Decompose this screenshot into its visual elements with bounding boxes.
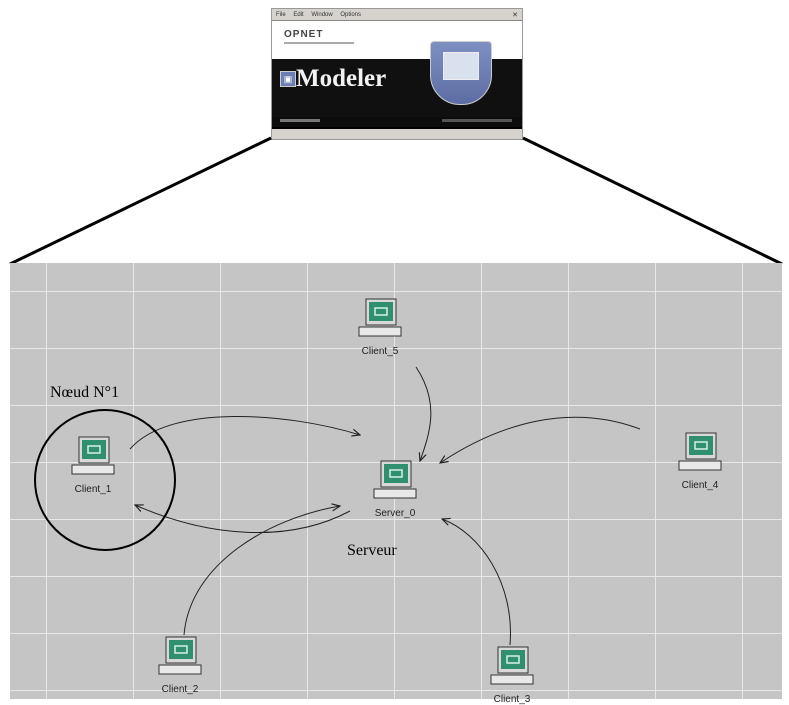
node-label: Server_0 <box>374 508 416 519</box>
node-label: Client_2 <box>161 684 199 695</box>
arrow-client3-server <box>442 519 511 646</box>
node-label: Client_3 <box>493 694 531 705</box>
arrow-client5-server <box>415 366 432 461</box>
arrow-client2-server <box>183 506 340 636</box>
node-client-1[interactable]: Client_1 <box>53 435 133 495</box>
computer-icon <box>158 636 202 675</box>
footer-text-graphic <box>280 119 320 122</box>
shield-screen <box>443 52 479 80</box>
arrow-server-client1 <box>135 505 351 534</box>
node-annotation: Nœud N°1 <box>50 384 120 401</box>
node-highlight-circle <box>34 409 176 551</box>
splash-menu: File Edit Window Options <box>276 12 367 18</box>
computer-icon <box>358 298 402 337</box>
splash-menu-item[interactable]: File <box>276 11 286 18</box>
splash-statusbar <box>272 129 522 139</box>
computer-icon <box>678 432 722 471</box>
splash-footer <box>272 117 522 127</box>
close-icon[interactable]: ✕ <box>512 11 518 19</box>
computer-icon <box>71 436 115 475</box>
network-workspace[interactable]: Client_5 Client_1 Client_4 Server_0 <box>10 263 782 705</box>
computer-icon <box>490 646 534 685</box>
node-label: Client_1 <box>74 484 112 495</box>
splash-menu-item[interactable]: Edit <box>293 11 304 18</box>
opnet-splash-window: File Edit Window Options ✕ OPNET ▣ Model… <box>271 8 523 140</box>
splash-titlebar: File Edit Window Options ✕ <box>272 9 522 21</box>
footer-text-graphic <box>442 119 512 122</box>
connection-arrows <box>34 366 641 646</box>
brand-underline <box>284 42 354 44</box>
zoom-line-right <box>522 136 783 266</box>
zoom-line-left <box>9 136 272 266</box>
shield-icon <box>430 41 492 105</box>
node-server-0[interactable]: Server_0 <box>355 459 435 519</box>
node-client-4[interactable]: Client_4 <box>660 431 740 491</box>
node-client-2[interactable]: Client_2 <box>140 635 220 695</box>
product-name: Modeler <box>296 65 387 92</box>
splash-product-banner: ▣ Modeler <box>272 41 522 117</box>
server-annotation: Serveur <box>347 542 397 559</box>
opnet-brand: OPNET <box>284 29 324 40</box>
node-label: Client_4 <box>681 480 719 491</box>
computer-icon <box>373 460 417 499</box>
arrow-client1-server <box>129 416 360 450</box>
node-client-5[interactable]: Client_5 <box>340 297 420 357</box>
node-client-3[interactable]: Client_3 <box>472 645 552 705</box>
node-label: Client_5 <box>361 346 399 357</box>
arrow-client4-server <box>440 416 641 463</box>
splash-menu-item[interactable]: Window <box>311 11 333 18</box>
splash-menu-item[interactable]: Options <box>340 11 362 18</box>
modeler-logo-icon: ▣ <box>280 71 296 87</box>
